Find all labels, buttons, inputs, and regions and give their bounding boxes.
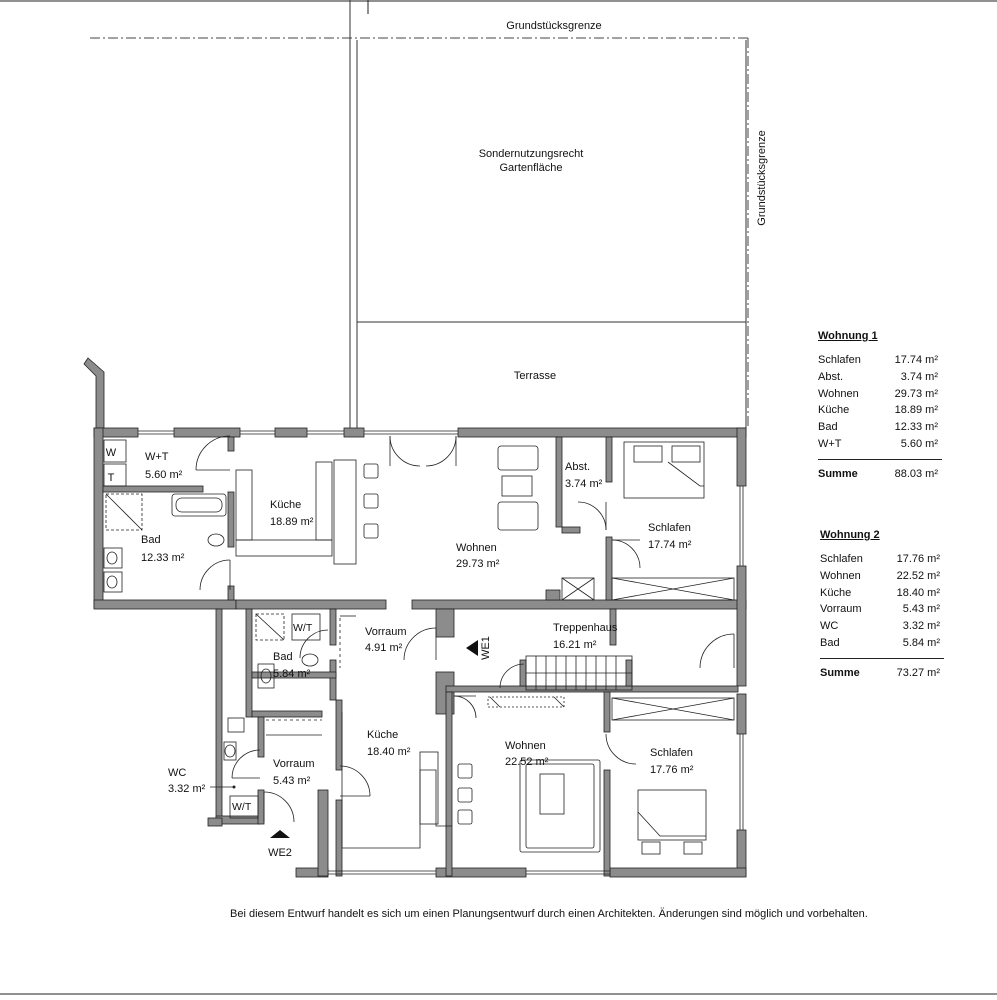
row-name: Bad [818, 421, 838, 434]
table-title: Wohnung 2 [820, 529, 880, 541]
bad2-label: Bad [273, 651, 293, 663]
wc-wt-box-label: W/T [232, 801, 252, 813]
table-row: Küche 18.89 m² [818, 402, 942, 419]
wt-label: W+T [145, 451, 169, 463]
table-row: Schlafen 17.76 m² [820, 551, 944, 568]
vorraum2-area: 5.43 m² [273, 775, 311, 787]
row-name: Küche [818, 404, 850, 417]
vorraum2-label: Vorraum [273, 758, 315, 770]
garden-label-2: Gartenfläche [500, 162, 563, 174]
entrance-arrow-we2 [270, 830, 290, 838]
boundary-right-label: Grundstücksgrenze [756, 130, 768, 225]
fixtures-unit2 [223, 613, 735, 855]
row-value: 3.74 m² [900, 370, 938, 383]
row-name: W+T [818, 437, 842, 450]
area-table-unit2: Wohnung 2 Schlafen 17.76 m² Wohnen 22.52 m… [820, 529, 944, 682]
walls [93, 427, 747, 878]
entrance-arrow-we1 [466, 640, 478, 656]
row-value: 18.40 m² [896, 586, 940, 599]
row-value: 5.60 m² [900, 437, 938, 450]
we2-label: WE2 [268, 847, 292, 859]
row-value: 29.73 m² [894, 387, 938, 400]
row-name: Wohnen [818, 387, 859, 400]
row-name: Abst. [818, 370, 844, 383]
kueche2-label: Küche [367, 729, 398, 741]
wc-label: WC [168, 767, 186, 779]
boundary-top-label: Grundstücksgrenze [506, 20, 601, 32]
row-value: 12.33 m² [894, 421, 938, 434]
treppenhaus-label: Treppenhaus [553, 622, 618, 634]
table-sum-row: Summe 88.03 m² [818, 466, 942, 483]
row-name: Schlafen [820, 553, 863, 565]
row-name: WC [820, 620, 839, 633]
wt2-box-label: W/T [293, 622, 313, 634]
treppenhaus-area: 16.21 m² [553, 639, 597, 651]
table-row: Bad 12.33 m² [818, 419, 942, 436]
row-name: Wohnen [820, 569, 861, 582]
table-row: Bad 5.84 m² [820, 635, 944, 652]
room-labels: W T W+T 5.60 m² Küche 18.89 m² Bad 12.33… [106, 447, 694, 813]
row-value: 22.52 m² [896, 569, 940, 582]
table-divider [820, 657, 944, 659]
schlafen2-label: Schlafen [650, 747, 693, 759]
plot-boundary [90, 37, 749, 428]
row-value: 18.89 m² [894, 404, 938, 417]
row-name: Vorraum [820, 603, 862, 616]
row-value: 17.74 m² [894, 354, 938, 366]
kueche1-area: 18.89 m² [270, 516, 314, 528]
w-box-label: W [106, 447, 117, 459]
table-divider [818, 458, 942, 460]
sum-label: Summe [820, 666, 860, 679]
wohnen1-area: 29.73 m² [456, 558, 500, 570]
vorraum1-label: Vorraum [365, 626, 407, 638]
table-sum-row: Summe 73.27 m² [820, 665, 944, 682]
schlafen1-area: 17.74 m² [648, 539, 692, 551]
wc-area: 3.32 m² [168, 783, 206, 795]
table-row: Abst. 3.74 m² [818, 369, 942, 386]
windows [138, 430, 744, 875]
table-row: Wohnen 22.52 m² [820, 568, 944, 585]
schlafen1-label: Schlafen [648, 522, 691, 534]
table-row: Schlafen 17.74 m² [818, 352, 942, 369]
bad1-label: Bad [141, 534, 161, 546]
we1-label: WE1 [480, 636, 492, 660]
kueche2-area: 18.40 m² [367, 746, 411, 758]
wohnen1-label: Wohnen [456, 542, 497, 554]
table-row: WC 3.32 m² [820, 618, 944, 635]
wohnen2-area: 22.52 m² [505, 756, 549, 768]
bad2-area: 5.84 m² [273, 668, 311, 680]
terrace-label: Terrasse [514, 370, 556, 382]
sum-label: Summe [818, 467, 858, 480]
vorraum1-area: 4.91 m² [365, 642, 403, 654]
row-name: Küche [820, 586, 852, 599]
t-box-label: T [108, 472, 115, 484]
sum-value: 73.27 m² [896, 666, 940, 679]
sum-value: 88.03 m² [894, 467, 938, 480]
kueche1-label: Küche [270, 499, 301, 511]
row-name: Bad [820, 636, 840, 649]
wt-area: 5.60 m² [145, 469, 183, 481]
row-value: 17.76 m² [896, 553, 940, 565]
row-value: 5.84 m² [902, 636, 940, 649]
table-row: Wohnen 29.73 m² [818, 386, 942, 403]
door-swings [195, 435, 735, 823]
schlafen2-area: 17.76 m² [650, 764, 694, 776]
row-value: 5.43 m² [902, 603, 940, 616]
row-name: Schlafen [818, 354, 861, 366]
table-row: Vorraum 5.43 m² [820, 601, 944, 618]
table-row: W+T 5.60 m² [818, 436, 942, 453]
wohnen2-label: Wohnen [505, 740, 546, 752]
row-value: 3.32 m² [902, 620, 940, 633]
table-row: Küche 18.40 m² [820, 585, 944, 602]
abst-area: 3.74 m² [565, 478, 603, 490]
bad1-area: 12.33 m² [141, 552, 185, 564]
fixtures-unit1 [103, 439, 735, 601]
table-title: Wohnung 1 [818, 330, 878, 342]
disclaimer-text: Bei diesem Entwurf handelt es sich um ei… [230, 908, 868, 920]
garden-label-1: Sondernutzungsrecht [479, 148, 584, 160]
abst-label: Abst. [565, 461, 590, 473]
